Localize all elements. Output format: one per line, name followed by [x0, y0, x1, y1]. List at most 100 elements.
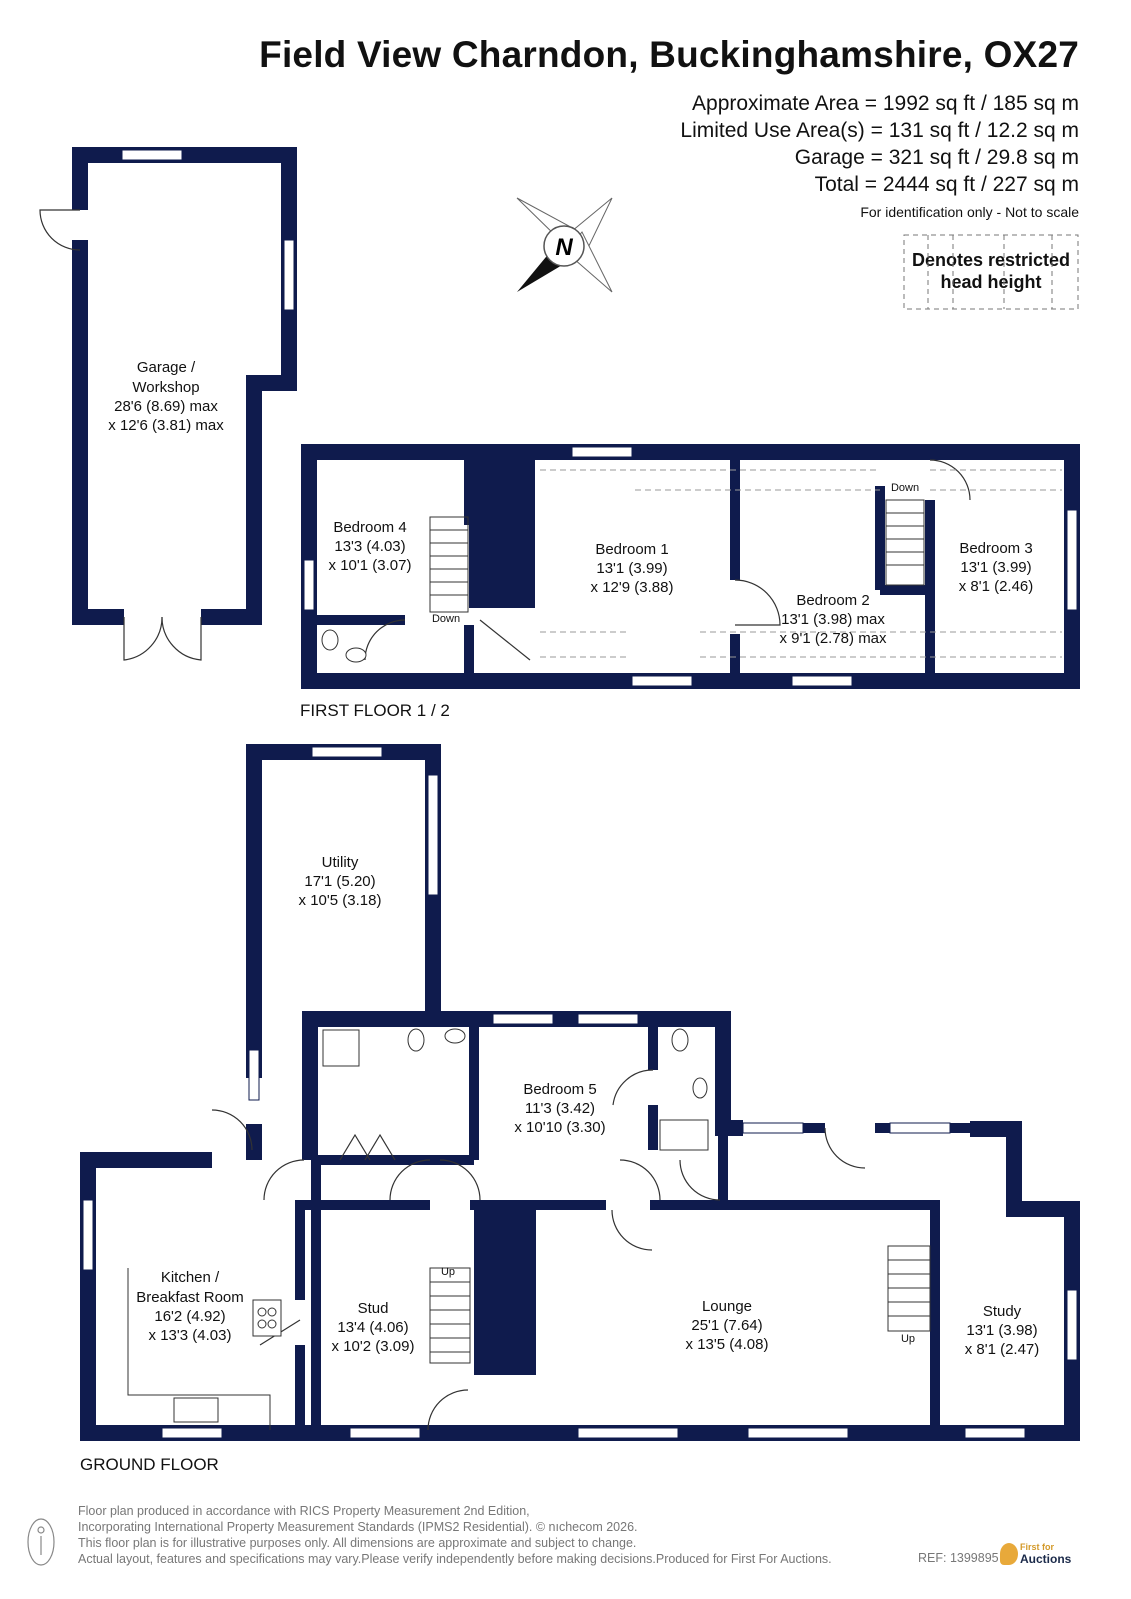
approximate-area: Approximate Area = 1992 sq ft / 185 sq m — [692, 92, 1079, 115]
bedroom2-dim-1: 13'1 (3.98) max — [781, 611, 885, 628]
bedroom1-label: Bedroom 1 — [595, 541, 668, 558]
door-arc — [612, 1069, 654, 1106]
person-icon — [27, 1518, 55, 1566]
utility-dim-2: x 10'5 (3.18) — [299, 892, 382, 909]
window — [964, 1427, 1026, 1439]
bedroom5-label: Bedroom 5 — [523, 1081, 596, 1098]
footer-line: Floor plan produced in accordance with R… — [78, 1504, 530, 1518]
door-arc — [39, 209, 81, 251]
kitchen-label-1: Kitchen / — [161, 1269, 220, 1286]
ground-floor-label: GROUND FLOOR — [80, 1455, 219, 1474]
compass-icon: N — [516, 197, 613, 293]
door-arc — [364, 1133, 396, 1161]
first-floor-label: FIRST FLOOR 1 / 2 — [300, 701, 450, 720]
window — [631, 675, 693, 687]
kitchen-dim-1: 16'2 (4.92) — [154, 1308, 225, 1325]
toilet-icon — [321, 629, 339, 651]
hob-icon — [252, 1299, 282, 1337]
garage-label-1: Garage / — [137, 359, 196, 376]
door-arc — [679, 1159, 721, 1201]
staircase — [429, 1267, 471, 1364]
window — [571, 446, 633, 458]
restricted-legend-box — [903, 234, 1079, 310]
bedroom4-dim-1: 13'3 (4.03) — [334, 538, 405, 555]
kitchen-counter — [127, 1268, 271, 1430]
footer-disclaimer: Floor plan produced in accordance with R… — [78, 1503, 832, 1567]
study-dim-2: x 8'1 (2.47) — [965, 1341, 1040, 1358]
footer-line: This floor plan is for illustrative purp… — [78, 1536, 637, 1550]
study-dim-1: 13'1 (3.98) — [966, 1322, 1037, 1339]
first-floor-outline — [301, 444, 1080, 689]
window — [747, 1427, 849, 1439]
ground-floor-top-mid — [302, 1011, 743, 1160]
utility-label: Utility — [322, 854, 359, 871]
property-title: Field View Charndon, Buckinghamshire, OX… — [259, 34, 1079, 75]
restricted-height-label: Denotes restricted head height — [911, 250, 1071, 292]
footer-line: Actual layout, features and specificatio… — [78, 1552, 832, 1566]
shower-tray-icon — [322, 1029, 360, 1067]
garage-area: Garage = 321 sq ft / 29.8 sq m — [794, 146, 1079, 169]
door-arc — [389, 1159, 431, 1201]
basin-icon — [444, 1028, 466, 1044]
kitchen-dim-2: x 13'3 (4.03) — [149, 1327, 232, 1344]
bedroom3-label: Bedroom 3 — [959, 540, 1032, 557]
reference-number: REF: 1399895 — [918, 1551, 999, 1565]
bedroom3-dim-1: 13'1 (3.99) — [960, 559, 1031, 576]
bedroom2-label: Bedroom 2 — [796, 592, 869, 609]
bedroom5-dim-2: x 10'10 (3.30) — [514, 1119, 605, 1136]
sink-icon — [173, 1397, 219, 1423]
door-arc — [929, 459, 971, 501]
stud-dim-1: 13'4 (4.06) — [337, 1319, 408, 1336]
door-arc — [619, 1159, 661, 1201]
stair-down-label: Down — [891, 482, 919, 494]
stair-up-label: Up — [441, 1266, 455, 1278]
window — [82, 1199, 94, 1271]
brand-name: First for Auctions — [1020, 1541, 1071, 1565]
window — [161, 1427, 223, 1439]
lounge-label: Lounge — [702, 1298, 752, 1315]
door-arc — [339, 1133, 371, 1161]
shower-tray-icon — [659, 1119, 709, 1151]
total-area: Total = 2444 sq ft / 227 sq m — [814, 173, 1079, 196]
garage-walls-left — [72, 240, 124, 625]
door-arc — [161, 616, 202, 661]
garage-walls — [72, 147, 297, 625]
chimney-first-floor — [469, 458, 535, 608]
brand-small: First for — [1020, 1542, 1055, 1552]
door-arc — [427, 1389, 469, 1431]
toilet-icon — [671, 1028, 689, 1052]
window — [248, 1049, 260, 1101]
limited-use-area: Limited Use Area(s) = 131 sq ft / 12.2 s… — [680, 119, 1079, 142]
kitchen-label-2: Breakfast Room — [136, 1289, 244, 1306]
garage-dim-1: 28'6 (8.69) max — [114, 398, 218, 415]
door-arc — [824, 1127, 866, 1169]
bedroom1-dim-2: x 12'9 (3.88) — [591, 579, 674, 596]
door-arc — [611, 1209, 653, 1251]
door-arc — [734, 579, 781, 626]
lounge-dim-1: 25'1 (7.64) — [691, 1317, 762, 1334]
stair-up-label: Up — [901, 1333, 915, 1345]
window — [311, 746, 383, 758]
window — [577, 1013, 639, 1025]
basin-icon — [692, 1077, 708, 1099]
window — [121, 149, 183, 161]
utility-dim-1: 17'1 (5.20) — [304, 873, 375, 890]
chimney-ground-floor — [474, 1205, 536, 1375]
lounge-dim-2: x 13'5 (4.08) — [686, 1336, 769, 1353]
scale-note: For identification only - Not to scale — [860, 204, 1079, 220]
window — [427, 774, 439, 896]
stair-down-label: Down — [432, 613, 460, 625]
compass-north-letter: N — [555, 234, 573, 261]
study-label: Study — [983, 1303, 1022, 1320]
bedroom3-dim-2: x 8'1 (2.46) — [959, 578, 1034, 595]
stud-dim-2: x 10'2 (3.09) — [332, 1338, 415, 1355]
restricted-height-legend: Denotes restricted head height — [904, 235, 1078, 309]
bedroom2-dim-2: x 9'1 (2.78) max — [779, 630, 887, 647]
door-arc — [364, 619, 406, 661]
window — [492, 1013, 554, 1025]
window — [1066, 1289, 1078, 1361]
plan-header: Field View Charndon, Buckinghamshire, OX… — [259, 34, 1079, 220]
bedroom1-dim-1: 13'1 (3.99) — [596, 560, 667, 577]
window — [889, 1122, 951, 1134]
staircase — [885, 499, 925, 586]
